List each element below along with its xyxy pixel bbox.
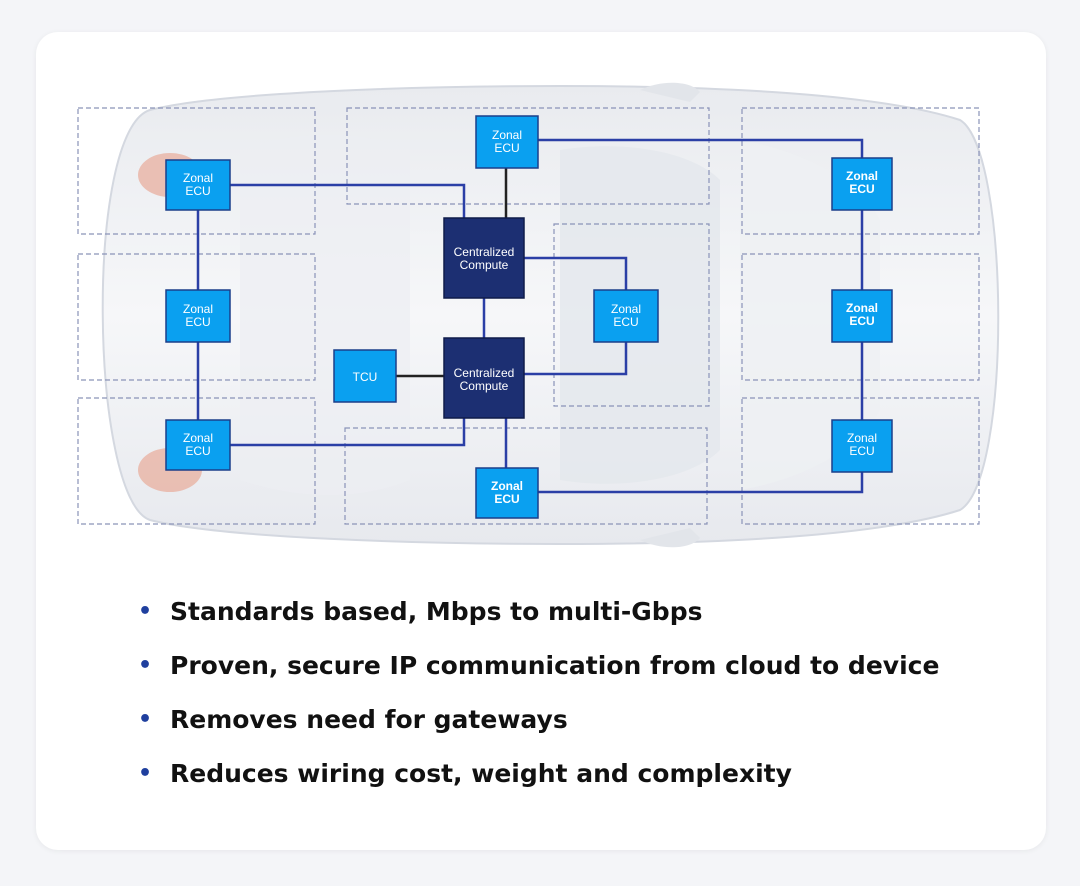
bullet-icon: •	[138, 599, 153, 624]
bullet-text: Standards based, Mbps to multi-Gbps	[170, 597, 703, 626]
link-top-ecu-to-right	[538, 138, 864, 158]
network-links	[196, 138, 864, 494]
bullet-text: Proven, secure IP communication from clo…	[170, 651, 940, 680]
list-item: • Standards based, Mbps to multi-Gbps	[136, 590, 939, 644]
zone-front-right	[741, 107, 980, 235]
zone-front-left	[77, 107, 316, 235]
benefits-list: • Standards based, Mbps to multi-Gbps • Pr…	[136, 590, 939, 806]
zone-top-center	[346, 107, 710, 205]
bullet-icon: •	[138, 761, 153, 786]
bullet-text: Removes need for gateways	[170, 705, 568, 734]
link-center-ecu-to-bottom-compute	[524, 342, 628, 376]
list-item: • Reduces wiring cost, weight and complex…	[136, 752, 939, 806]
list-item: • Removes need for gateways	[136, 698, 939, 752]
zone-mid-right	[741, 253, 980, 381]
list-item: • Proven, secure IP communication from cl…	[136, 644, 939, 698]
link-rear-left-to-compute	[230, 418, 466, 447]
link-top-compute-to-center-ecu	[524, 256, 628, 290]
svg-text:TCU: TCU	[353, 370, 378, 384]
bullet-text: Reduces wiring cost, weight and complexi…	[170, 759, 792, 788]
link-right-to-bottom-ecu	[538, 472, 864, 494]
zone-bottom-center	[344, 427, 708, 525]
zone-boundaries	[77, 107, 980, 525]
zone-rear-left	[77, 397, 316, 525]
tcu-box: TCU	[333, 349, 397, 403]
bullet-icon: •	[138, 707, 153, 732]
bullet-icon: •	[138, 653, 153, 678]
ecu-label-line1: Zonal	[183, 171, 213, 185]
zone-rear-right	[741, 397, 980, 525]
link-front-left-to-compute	[230, 183, 466, 218]
zone-mid-left	[77, 253, 316, 381]
